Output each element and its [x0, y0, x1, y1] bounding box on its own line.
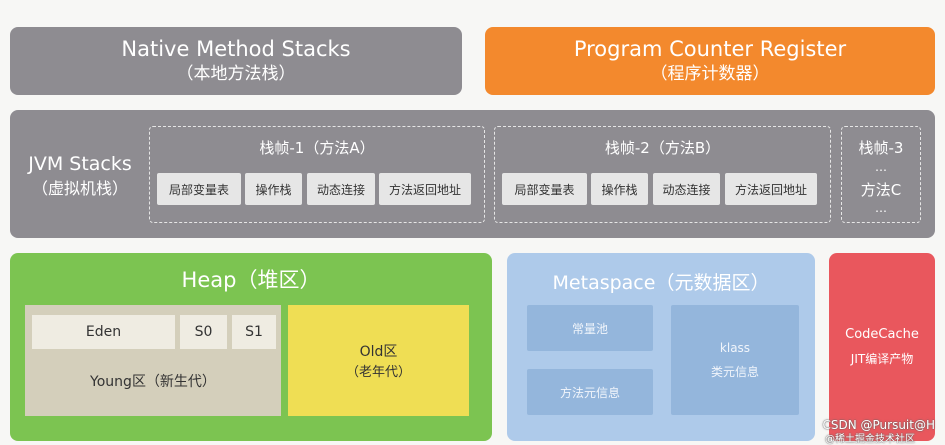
eden-space: Eden — [32, 315, 175, 349]
native-method-stacks-subtitle: （本地方法栈） — [176, 64, 296, 84]
stack-frame-3: 栈帧-3 … 方法C … — [841, 126, 921, 223]
dynamic-linking: 动态连接 — [653, 173, 720, 205]
stack-frame-3-ellipsis-bottom: … — [875, 201, 887, 215]
constant-pool: 常量池 — [527, 305, 653, 351]
return-address: 方法返回地址 — [725, 173, 817, 205]
stack-frame-1-title: 栈帧-1（方法A） — [259, 139, 375, 157]
metaspace-title: Metaspace（元数据区） — [552, 272, 770, 294]
program-counter-register-subtitle: （程序计数器） — [650, 64, 770, 84]
local-variable-table: 局部变量表 — [157, 173, 241, 205]
heap-title: Heap（堆区） — [181, 268, 321, 292]
stack-frame-2-title: 栈帧-2（方法B） — [604, 139, 721, 157]
stack-frame-1: 栈帧-1（方法A） 局部变量表 操作栈 动态连接 方法返回地址 — [149, 126, 485, 223]
watermark-juejin: @稀土掘金技术社区 — [825, 434, 915, 445]
klass-box: klass 类元信息 — [671, 305, 799, 415]
codecache-description: JIT编译产物 — [850, 352, 914, 366]
stack-frame-3-ellipsis-top: … — [875, 160, 887, 174]
codecache-box: CodeCache JIT编译产物 — [829, 253, 935, 441]
stack-frame-3-method: 方法C — [860, 181, 902, 199]
stack-frame-3-title: 栈帧-3 — [858, 139, 904, 157]
return-address: 方法返回地址 — [379, 173, 471, 205]
watermark: CSDN @Pursuit@H — [822, 418, 935, 432]
native-method-stacks-box: Native Method Stacks （本地方法栈） — [10, 27, 462, 95]
codecache-title: CodeCache — [845, 327, 919, 342]
old-generation: Old区 （老年代） — [288, 305, 469, 416]
operand-stack: 操作栈 — [245, 173, 302, 205]
klass-label: klass — [719, 340, 751, 355]
program-counter-register-box: Program Counter Register （程序计数器） — [485, 27, 935, 95]
jvm-stacks-label: JVM Stacks （虚拟机栈） — [10, 146, 150, 206]
jvm-stacks-box: JVM Stacks （虚拟机栈） 栈帧-1（方法A） 局部变量表 操作栈 动态… — [10, 110, 935, 238]
local-variable-table: 局部变量表 — [502, 173, 587, 205]
young-generation: Eden S0 S1 Young区（新生代） — [25, 305, 281, 416]
young-generation-label: Young区（新生代） — [90, 374, 216, 390]
survivor-s0: S0 — [180, 315, 227, 349]
metaspace-box: Metaspace（元数据区） 常量池 方法元信息 klass 类元信息 — [507, 253, 815, 441]
survivor-s1: S1 — [232, 315, 276, 349]
operand-stack: 操作栈 — [591, 173, 648, 205]
jvm-stacks-subtitle: （虚拟机栈） — [31, 179, 128, 198]
dynamic-linking: 动态连接 — [307, 173, 375, 205]
jvm-stacks-title: JVM Stacks — [28, 153, 132, 175]
method-metadata: 方法元信息 — [527, 369, 653, 415]
watermark-csdn: CSDN @Pursuit@H — [822, 418, 935, 432]
old-generation-title: Old区 — [359, 344, 398, 360]
native-method-stacks-title: Native Method Stacks — [121, 37, 351, 61]
stack-frame-2: 栈帧-2（方法B） 局部变量表 操作栈 动态连接 方法返回地址 — [494, 126, 831, 223]
class-metadata-label: 类元信息 — [710, 364, 759, 379]
heap-box: Heap（堆区） Eden S0 S1 Young区（新生代） Old区 （老年… — [10, 253, 492, 441]
old-generation-subtitle: （老年代） — [345, 365, 411, 380]
program-counter-register-title: Program Counter Register — [573, 37, 847, 61]
